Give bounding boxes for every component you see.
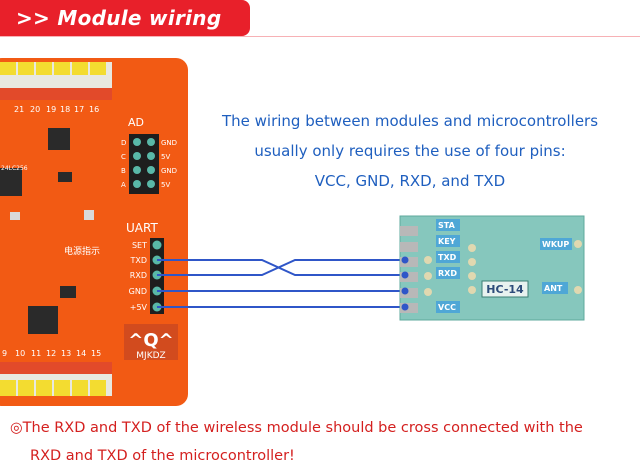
module-pin-label: VCC [438,303,456,312]
smd-part [58,172,72,182]
ad-header-label: AD [128,116,144,129]
ic-chip [28,306,58,334]
board-brand: MJKDZ [136,351,165,361]
bottom-pin-numbers: 9 10 11 12 13 14 15 [2,349,101,358]
wire-txd-to-rxd [157,259,405,276]
ad-right-label: GND [161,139,177,147]
uart-pin-label: SET [132,241,147,250]
bottom-pin-header [0,362,112,396]
pin-number: 18 [60,105,70,114]
ad-left-label: D [121,139,126,147]
mcu-board: 21 20 19 18 17 16 24LC256 电源指示 AD D C B … [0,58,188,406]
section-title: >> Module wiring [16,6,222,30]
uart-pins [152,240,162,312]
smd-part [10,212,20,220]
module-pin-dots [401,256,409,311]
hc14-module: STA KEY TXD RXD VCC WKUP ANT HC-14 [399,215,585,321]
wires [157,259,405,308]
uart-pin-label: GND [129,287,147,296]
description-line-1: The wiring between modules and microcont… [221,112,599,130]
ad-right-label: GND [161,167,177,175]
module-through-holes [424,240,582,296]
uart-label: UART [126,221,158,235]
pin-number: 13 [61,349,71,358]
ad-left-label: B [121,167,126,175]
module-name-plate [481,280,529,298]
pin-number: 19 [46,105,56,114]
ad-header: D C B A GND 5V GND 5V [121,134,177,194]
description-line-2: usually only requires the use of four pi… [254,142,566,160]
description-line-3: VCC, GND, RXD, and TXD [314,172,506,190]
module-castellated-pads [400,226,418,313]
eeprom-label: 24LC256 [1,165,28,172]
module-antenna-label: ANT [544,284,563,293]
uart-pin-label: TXD [129,256,147,265]
pin-number: 20 [30,105,40,114]
uart-pin-labels: SET TXD RXD GND +5V [129,241,148,312]
power-indicator-label: 电源指示 [64,245,100,257]
pin-number: 21 [14,105,24,114]
wire-rxd-to-txd [157,259,405,276]
module-name: HC-14 [486,283,524,296]
top-pin-header [0,62,112,100]
uart-pin-label: +5V [130,303,148,312]
module-pin-label: KEY [438,237,456,246]
module-pin-labels: STA KEY TXD RXD VCC WKUP ANT [436,219,572,313]
smd-part [60,286,76,298]
module-wakeup-label: WKUP [542,240,569,249]
ad-left-label: C [121,153,126,161]
pin-number: 12 [46,349,56,358]
module-pcb [399,215,585,321]
section-banner: >> Module wiring [0,0,250,36]
pin-number: 15 [91,349,101,358]
pin-number: 17 [74,105,84,114]
board-logo: ^Q^ [128,330,173,351]
ad-right-label: 5V [161,153,170,161]
ad-left-label: A [121,181,126,189]
ad-right-label: 5V [161,181,170,189]
pin-number: 11 [31,349,41,358]
module-pin-label: STA [438,221,456,230]
note-line-1: ◎The RXD and TXD of the wireless module … [10,420,583,436]
pin-number: 14 [76,349,86,358]
led [84,210,94,220]
module-pin-label: RXD [438,269,457,278]
title-underline [0,36,640,37]
ic-chip [48,128,70,150]
note-line-2: RXD and TXD of the microcontroller! [30,448,295,464]
top-pin-numbers: 21 20 19 18 17 16 [14,105,99,114]
pin-number: 10 [15,349,25,358]
pin-number: 16 [89,105,99,114]
uart-pin-set [152,240,162,250]
pin-number: 9 [2,349,7,358]
logo-plate [124,324,178,360]
eeprom-chip [0,168,22,196]
module-pin-label: TXD [438,253,457,262]
uart-pin-label: RXD [130,271,147,280]
